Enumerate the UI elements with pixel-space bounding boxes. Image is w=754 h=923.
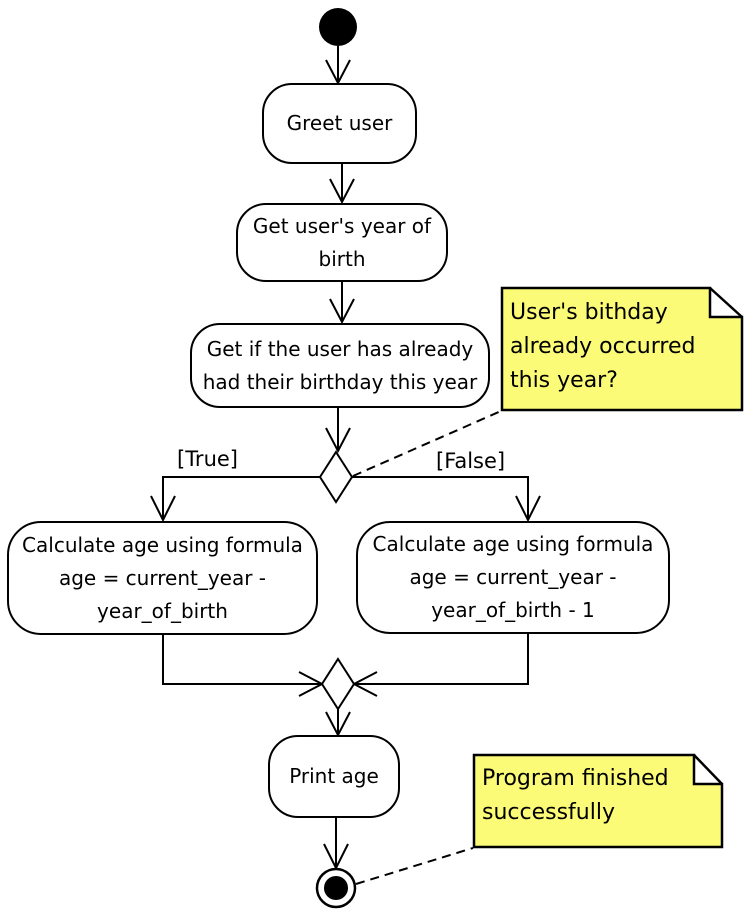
activity-label: had their birthday this year <box>202 369 478 394</box>
edge-calcfalse-to-merge <box>356 634 529 685</box>
activity-label: Print age <box>289 764 379 788</box>
arrowhead-icon <box>329 178 355 205</box>
activity-print-age: Print age <box>268 735 400 818</box>
activity-label: Greet user <box>286 111 393 135</box>
note-fold-icon <box>709 287 743 318</box>
guard-label-true: [True] <box>177 447 238 471</box>
initial-node <box>319 8 357 46</box>
activity-label: Get if the user has already <box>206 336 474 361</box>
note-line: already occurred <box>510 334 696 359</box>
activity-label: age = current_year - <box>58 565 267 590</box>
note-line: this year? <box>510 368 618 393</box>
note-birthday-shape <box>500 286 744 412</box>
note-connector-finished <box>355 847 474 885</box>
note-connector-birthday <box>352 410 502 477</box>
note-birthday: User's bithday already occurred this yea… <box>510 296 736 398</box>
activity-label: birth <box>318 246 366 271</box>
final-node-inner <box>324 876 348 900</box>
activity-calc-age-false: Calculate age using formula age = curren… <box>356 521 670 634</box>
activity-label: Calculate age using formula <box>372 532 654 556</box>
arrowhead-icon <box>515 495 541 523</box>
activity-get-birthday-status: Get if the user has already had their bi… <box>190 323 490 408</box>
note-line: Program finished <box>482 766 669 791</box>
arrowhead-icon <box>150 495 176 523</box>
note-line: User's bithday <box>510 300 668 325</box>
activity-calc-age-true: Calculate age using formula age = curren… <box>7 521 318 635</box>
activity-label: Get user's year of <box>252 213 432 238</box>
merge-diamond <box>320 657 356 711</box>
guard-label-false: [False] <box>436 449 506 473</box>
activity-greet-user: Greet user <box>262 83 417 164</box>
edge-false-branch <box>352 476 529 519</box>
note-fold-icon <box>693 754 723 785</box>
arrowhead-icon <box>329 298 355 325</box>
note-line: successfully <box>482 800 615 825</box>
note-finished-shape <box>472 753 724 849</box>
arrowhead-icon <box>325 427 351 454</box>
decision-diamond <box>318 450 354 504</box>
edge-true-branch <box>162 476 320 519</box>
activity-get-year-of-birth: Get user's year of birth <box>236 203 448 282</box>
activity-label: Calculate age using formula <box>22 532 303 557</box>
edge-calctrue-to-merge <box>162 635 320 685</box>
activity-label: age = current_year - <box>409 565 617 589</box>
activity-label: year_of_birth <box>97 598 228 623</box>
activity-label: year_of_birth - 1 <box>431 598 595 622</box>
note-finished: Program finished successfully <box>482 762 716 830</box>
control-flow-edges <box>150 46 541 871</box>
